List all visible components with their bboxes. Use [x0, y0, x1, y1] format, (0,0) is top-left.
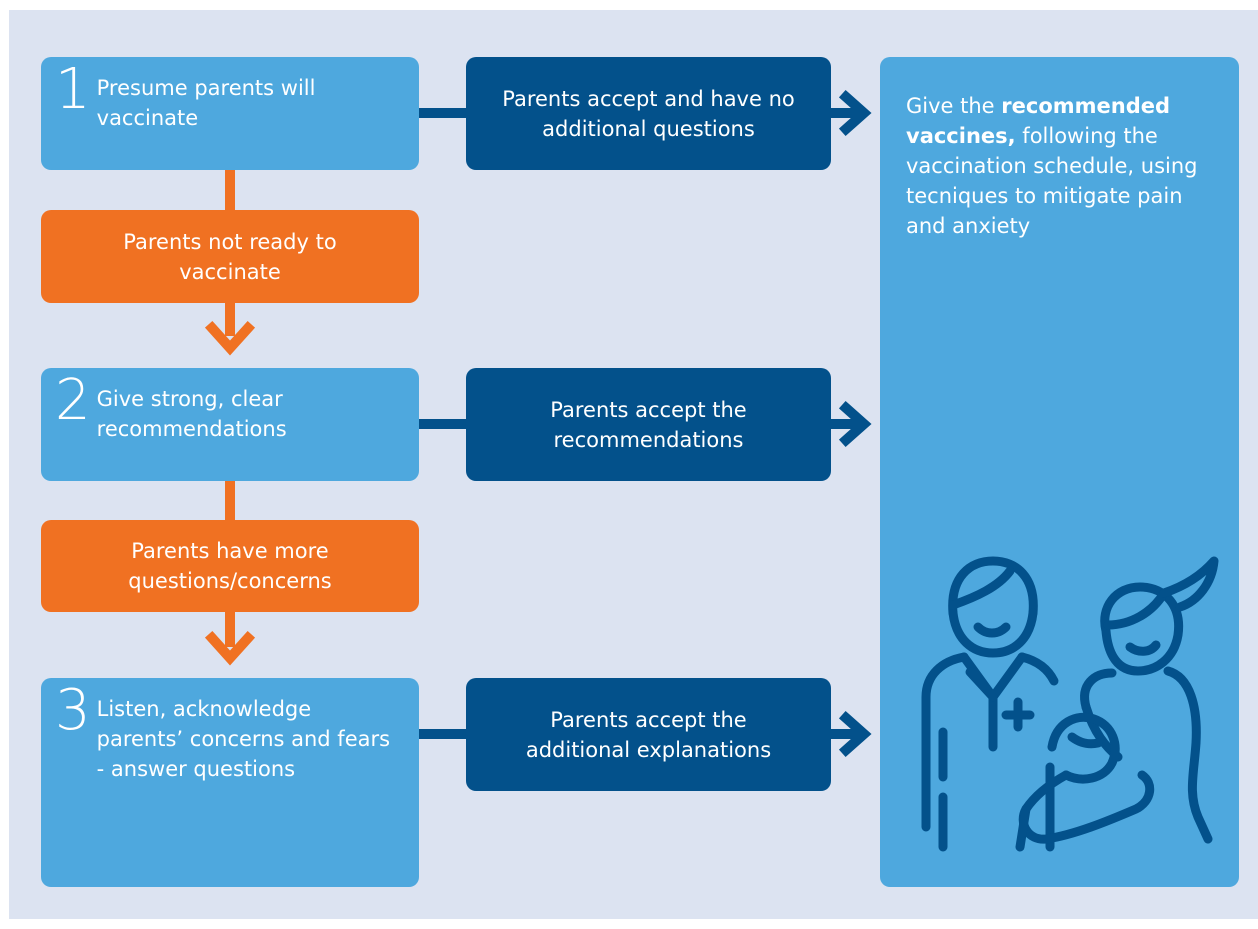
arrow-down-to-step2: [204, 320, 256, 356]
step-text: Give strong, clear recommendations: [96, 387, 287, 441]
accept-explanations-box: Parents accept the additional explanatio…: [466, 678, 831, 791]
arrow-right-3: [838, 710, 872, 758]
step-text: Listen, acknowledge parents’ concerns an…: [96, 697, 391, 781]
arrow-right-1: [838, 89, 872, 137]
step-2-box: 2 Give strong, clear recommendations: [41, 368, 419, 481]
step-number: 1: [55, 57, 91, 122]
step-number: 3: [55, 678, 91, 743]
branch-text: Parents have more questions/concerns: [128, 539, 332, 593]
accept-text: Parents accept the additional explanatio…: [525, 707, 772, 762]
branch-more-questions-box: Parents have more questions/concerns: [41, 520, 419, 612]
accept-text: Parents accept the recommendations: [550, 397, 747, 452]
step-text: Presume parents will vaccinate: [96, 76, 316, 130]
accept-recommendations-box: Parents accept the recommendations: [466, 368, 831, 481]
accept-text: Parents accept and have no additional qu…: [502, 86, 795, 141]
step-number: 2: [55, 368, 91, 433]
step-1-box: 1 Presume parents will vaccinate: [41, 57, 419, 170]
result-text: Give the recommended vaccines, following…: [906, 91, 1206, 241]
accept-no-questions-box: Parents accept and have no additional qu…: [466, 57, 831, 170]
doctor-parent-baby-icon: [921, 556, 1219, 852]
step-3-box: 3 Listen, acknowledge parents’ concerns …: [41, 678, 419, 887]
result-box: Give the recommended vaccines, following…: [880, 57, 1239, 887]
arrow-down-to-step3: [204, 630, 256, 666]
arrow-right-2: [838, 400, 872, 448]
branch-not-ready-box: Parents not ready to vaccinate: [41, 210, 419, 303]
branch-text: Parents not ready to vaccinate: [123, 229, 337, 284]
result-bold: recommended vaccines,: [906, 94, 1171, 148]
result-suffix: following the vaccination schedule, usin…: [906, 124, 1198, 238]
result-prefix: Give the: [906, 94, 1002, 118]
